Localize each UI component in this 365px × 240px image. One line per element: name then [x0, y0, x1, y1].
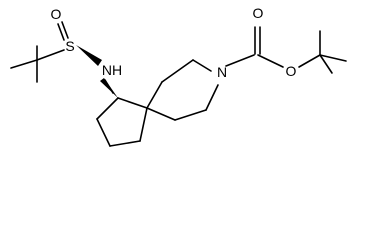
atom-label-sulfinyl-oxygen: O — [51, 6, 62, 22]
wedge-bond-sulfur-to-nh — [76, 45, 102, 66]
bond-ester-oxygen-to-tbu — [298, 54, 321, 68]
piperidine-ring — [146, 59, 219, 121]
tert-butyl-sulfinyl-group — [10, 45, 65, 83]
sulfinyl-double-bond — [57, 21, 69, 41]
atom-label-amine-nitrogen: NH — [102, 62, 122, 78]
tert-butyl-ester-group — [319, 30, 347, 74]
cyclopentane-ring — [96, 97, 148, 147]
bond-n-to-carbonyl — [225, 54, 255, 67]
bond-tbu1-methyl-left — [10, 59, 38, 69]
wedge-bond-ring-carbon-to-nh — [100, 78, 118, 98]
atom-label-ring-nitrogen: N — [217, 64, 227, 80]
bond-carbonyl-to-ester-oxygen — [257, 54, 284, 68]
atom-label-ester-oxygen: O — [286, 63, 297, 79]
boc-carbamate-group — [225, 26, 321, 68]
atom-label-carbonyl-oxygen: O — [253, 5, 264, 21]
molecule-structure: O S NH N O O — [10, 5, 347, 147]
bond-tbu1-quaternary-to-sulfur — [36, 49, 65, 61]
atom-label-sulfur: S — [65, 38, 74, 54]
